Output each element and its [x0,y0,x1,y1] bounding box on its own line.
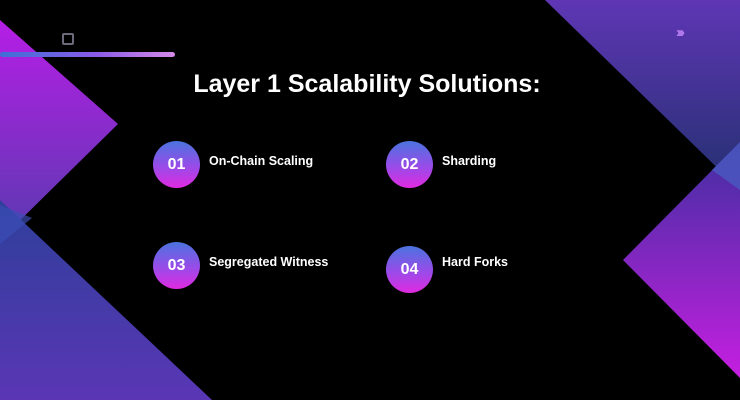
chevrons-right-icon: ››› [676,24,685,41]
list-item: 02 Sharding [386,141,496,188]
item-label: Hard Forks [442,255,508,269]
left-bottom-triangle [0,200,212,400]
number-badge: 03 [153,242,200,289]
item-label: Sharding [442,154,497,168]
right-top-triangle [545,0,740,190]
right-bottom-diamond [623,142,740,378]
list-item: 04 Hard Forks [386,246,508,293]
item-label: Segregated Witness [209,255,329,269]
right-mid-triangle [712,142,740,190]
list-item: 03 Segregated Witness [153,242,328,289]
left-top-triangle [0,20,118,240]
list-item: 01 On-Chain Scaling [153,141,313,188]
square-outline-icon [62,33,74,45]
slide-title: Layer 1 Scalability Solutions: [193,70,541,98]
number-badge: 01 [153,141,200,188]
left-mid-triangle [0,205,32,244]
item-label: On-Chain Scaling [209,154,314,168]
top-accent-bar [0,52,175,57]
number-badge: 04 [386,246,433,293]
number-badge: 02 [386,141,433,188]
